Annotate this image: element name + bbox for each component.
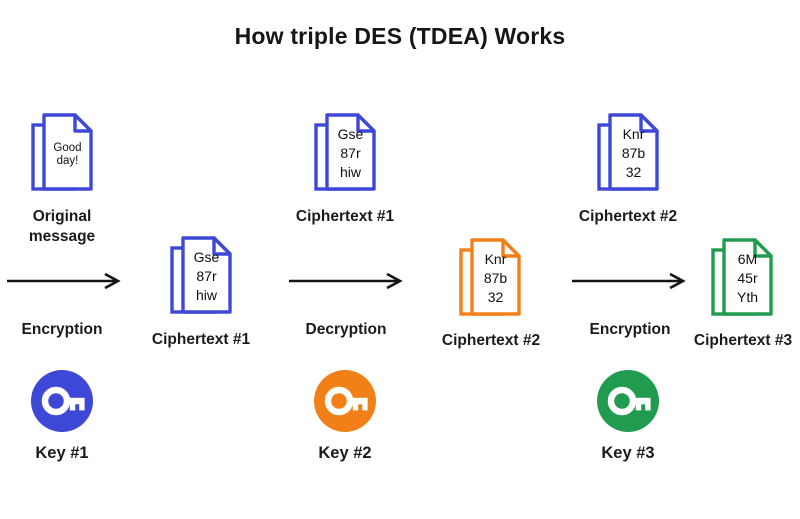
document-text: Knr 87b 32	[483, 251, 508, 305]
document-ciphertext-2-flow: Knr 87b 32	[458, 237, 522, 317]
operation-label-encryption-1: Encryption	[21, 321, 103, 338]
document-pages-icon	[170, 236, 232, 314]
document-label-original-message: Original message	[28, 208, 96, 245]
page-title: How triple DES (TDEA) Works	[234, 23, 566, 49]
document-text: Knr 87b 32	[621, 126, 646, 180]
document-ciphertext-1-top: Gse 87r hiw	[313, 112, 377, 192]
document-pages-icon	[597, 113, 659, 191]
document-label-ciphertext-1-flow: Ciphertext #1	[151, 331, 251, 348]
document-label-ciphertext-3: Ciphertext #3	[693, 332, 793, 349]
key-icon	[31, 370, 93, 432]
document-ciphertext-2-top: Knr 87b 32	[596, 112, 660, 192]
document-text: Good day!	[53, 142, 82, 167]
arrow-right-icon	[289, 272, 403, 290]
key-label-3: Key #3	[601, 444, 655, 462]
document-ciphertext-1-flow: Gse 87r hiw	[169, 235, 233, 315]
document-label-ciphertext-2-flow: Ciphertext #2	[441, 332, 541, 349]
document-text: Gse 87r hiw	[337, 126, 364, 180]
key-icon	[314, 370, 376, 432]
operation-label-decryption: Decryption	[305, 321, 387, 338]
document-pages-icon	[31, 113, 93, 191]
key-label-1: Key #1	[35, 444, 89, 462]
operation-label-encryption-2: Encryption	[589, 321, 671, 338]
document-label-ciphertext-2-top: Ciphertext #2	[578, 208, 678, 225]
arrow-right-icon	[572, 272, 686, 290]
key-label-2: Key #2	[318, 444, 372, 462]
document-label-ciphertext-1-top: Ciphertext #1	[295, 208, 395, 225]
document-pages-icon	[711, 238, 773, 316]
document-pages-icon	[314, 113, 376, 191]
document-original-message: Good day!	[30, 112, 94, 192]
arrow-right-icon	[7, 272, 121, 290]
document-text: 6M 45r Yth	[736, 251, 758, 305]
document-pages-icon	[459, 238, 521, 316]
document-text: Gse 87r hiw	[193, 249, 220, 303]
key-icon	[597, 370, 659, 432]
document-ciphertext-3: 6M 45r Yth	[710, 237, 774, 317]
